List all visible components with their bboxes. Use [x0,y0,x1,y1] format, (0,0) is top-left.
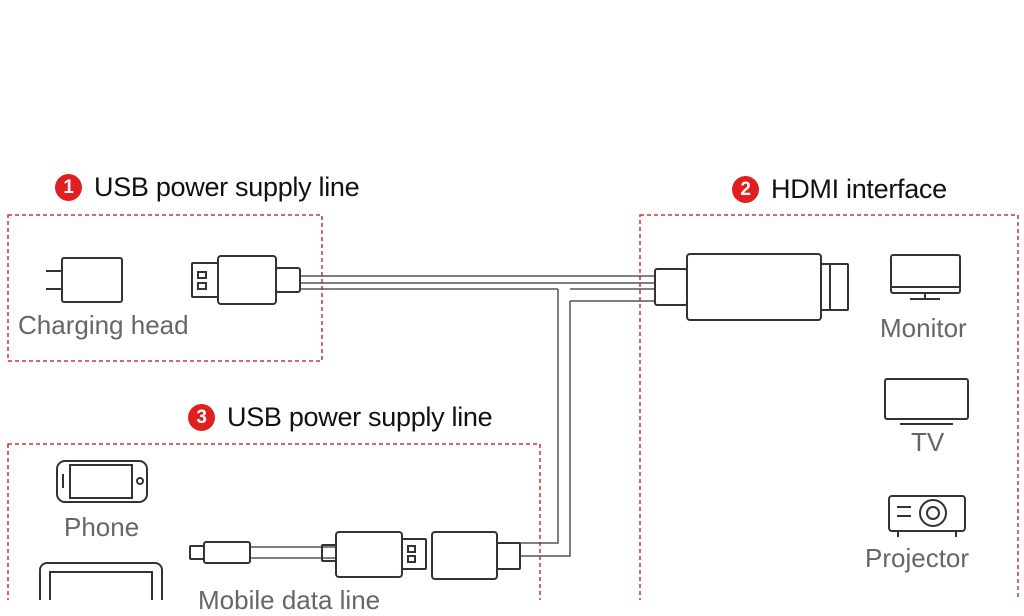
usb-power-top-title-text: USB power supply line [94,172,360,202]
tv-icon [884,378,969,425]
hdmi-title-text: HDMI interface [771,174,947,204]
usb-power-top-title: 1 USB power supply line [55,172,360,203]
cable-lines [250,275,655,559]
usb-power-top-box [7,214,323,362]
charger-icon [46,257,123,303]
monitor-icon [890,254,961,300]
hdmi-box [639,214,1019,600]
mobile-data-line-label: Mobile data line [198,585,381,615]
usb-power-bottom-box [7,443,541,600]
usb-a-plug-icon [191,255,301,305]
step-badge-1: 1 [55,174,82,201]
step-badge-2: 2 [732,176,759,203]
usb-power-bottom-title-text: USB power supply line [227,402,493,432]
phone-icon [56,460,148,503]
projector-label: Projector [865,543,970,573]
connection-diagram [7,214,1019,600]
micro-usb-plug-icon [189,531,427,578]
tv-label: TV [911,427,945,457]
hdmi-plug-icon [654,253,849,321]
step-badge-3: 3 [188,404,215,431]
hdmi-title: 2 HDMI interface [732,174,947,205]
charging-head-label: Charging head [18,310,189,340]
usb-power-bottom-title: 3 USB power supply line [188,402,493,433]
projector-icon [888,495,966,537]
usb-a-socket-icon [431,531,521,580]
monitor-label: Monitor [880,313,967,343]
tablet-icon [39,562,163,600]
phone-label: Phone [64,512,140,542]
